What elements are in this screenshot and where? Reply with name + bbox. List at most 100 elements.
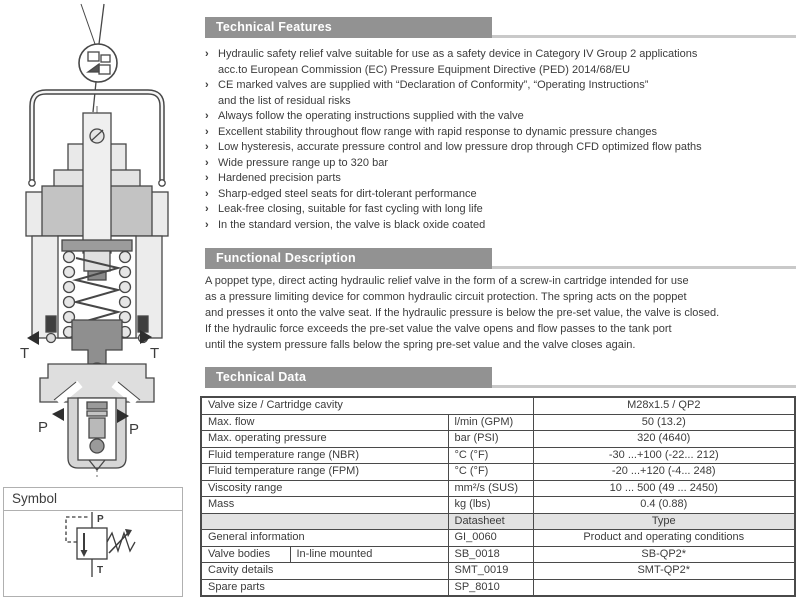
feature-bullet: › Low hysteresis, accurate pressure cont… [205,140,796,156]
bullet-text: Sharp-edged steel seats for dirt-toleran… [218,187,477,200]
table-cell: Product and operating conditions [532,529,796,547]
section-title: Functional Description [205,248,492,269]
table-cell: SB_0018 [447,545,534,563]
bullet-marker: › [205,156,209,169]
table-cell: Fluid temperature range (NBR) [200,446,449,464]
table-cell: -30 ...+100 (-22... 212) [532,446,796,464]
tank-arrow-left [27,331,39,345]
bullet-marker: › [205,187,209,200]
adjustment-stem [82,112,112,254]
bullet-marker: › [205,48,209,60]
detail-circle [78,43,118,83]
bullet-marker: › [205,79,209,91]
tank-arrow-right [140,330,152,344]
section-title: Technical Features [205,17,492,38]
table-cell: bar (PSI) [447,430,534,448]
symbol-flow-arrow [80,550,88,557]
table-cell: Spare parts [200,578,449,597]
bullet-text: Hydraulic safety relief valve suitable f… [218,48,698,76]
functional-description-text: A poppet type, direct acting hydraulic r… [205,275,720,351]
bullet-marker: › [205,172,209,184]
bullet-marker: › [205,218,209,231]
table-cell: Max. flow [200,413,449,431]
table-cell: Max. operating pressure [200,430,449,448]
bullet-marker: › [205,110,209,122]
header-extension-line [492,35,796,38]
table-cell: Mass [200,496,449,514]
table-cell: SMT_0019 [447,562,534,580]
tank-port-label: T [20,345,29,362]
table-cell: Datasheet [447,512,534,530]
section-header-technical-features: Technical Features [205,17,796,38]
table-cell: Valve size / Cartridge cavity [200,396,534,415]
symbol-box: Symbol P T [3,487,183,597]
table-cell: -20 ...+120 (-4... 248) [532,463,796,481]
feature-bullet: › Wide pressure range up to 320 bar [205,156,796,172]
table-row: Fluid temperature range (FPM)°C (°F)-20 … [200,463,796,481]
feature-bullet: › Sharp-edged steel seats for dirt-toler… [205,187,796,203]
table-cell: kg (lbs) [447,496,534,514]
feature-bullet: › CE marked valves are supplied with “De… [205,78,796,109]
table-cell: GI_0060 [447,529,534,547]
bullet-text: Low hysteresis, accurate pressure contro… [218,141,702,153]
feature-bullet: › Hydraulic safety relief valve suitable… [205,47,796,78]
feature-bullet: › Excellent stability throughout flow ra… [205,125,796,141]
table-cell: SMT-QP2* [532,562,796,580]
table-cell [532,578,796,597]
pressure-port-label: P [38,419,48,436]
feature-bullet: › Hardened precision parts [205,171,796,187]
cartridge-nose [67,397,127,472]
symbol-box-title: Symbol [4,488,182,511]
table-cell: General information [200,529,449,547]
symbol-t-label: T [97,565,103,576]
table-cell: In-line mounted [289,545,449,563]
table-cell [200,512,449,530]
table-cell: Type [532,512,796,530]
section-header-technical-data: Technical Data [205,367,796,388]
table-cell: Valve bodies [200,545,291,563]
table-cell: Fluid temperature range (FPM) [200,463,449,481]
feature-bullet: › Leak-free closing, suitable for fast c… [205,202,796,218]
bullet-marker: › [205,203,209,215]
header-extension-line [492,385,796,388]
header-extension-line [492,266,796,269]
pressure-arrow-left [52,408,64,421]
bullet-marker: › [205,141,209,153]
section-header-functional-description: Functional Description [205,248,796,269]
table-cell: 10 ... 500 (49 ... 2450) [532,479,796,497]
feature-bullet: › Always follow the operating instructio… [205,109,796,125]
bullet-text: Leak-free closing, suitable for fast cyc… [218,203,483,215]
table-cell: l/min (GPM) [447,413,534,431]
bullet-text: Hardened precision parts [218,172,341,184]
section-title: Technical Data [205,367,492,388]
bullet-text: In the standard version, the valve is bl… [218,218,486,231]
tank-port-label: T [150,345,159,362]
bullet-text: Always follow the operating instructions… [218,110,524,122]
bullet-marker: › [205,125,209,138]
symbol-p-label: P [97,514,104,525]
feature-bullet: › In the standard version, the valve is … [205,218,796,234]
table-cell: °C (°F) [447,463,534,481]
hydraulic-symbol: P T [65,512,136,577]
symbol-pilot-line [65,516,90,543]
table-cell: 50 (13.2) [532,413,796,431]
wire-bail [28,89,166,187]
table-cell: mm²/s (SUS) [447,479,534,497]
table-cell: M28x1.5 / QP2 [532,396,796,415]
table-cell: Cavity details [200,562,449,580]
features-list: › Hydraulic safety relief valve suitable… [205,47,796,233]
table-cell: 320 (4640) [532,430,796,448]
valve-cross-section-drawing: T T P P [20,3,169,478]
table-cell: 0.4 (0.88) [532,496,796,514]
table-cell: SP_8010 [447,578,534,597]
